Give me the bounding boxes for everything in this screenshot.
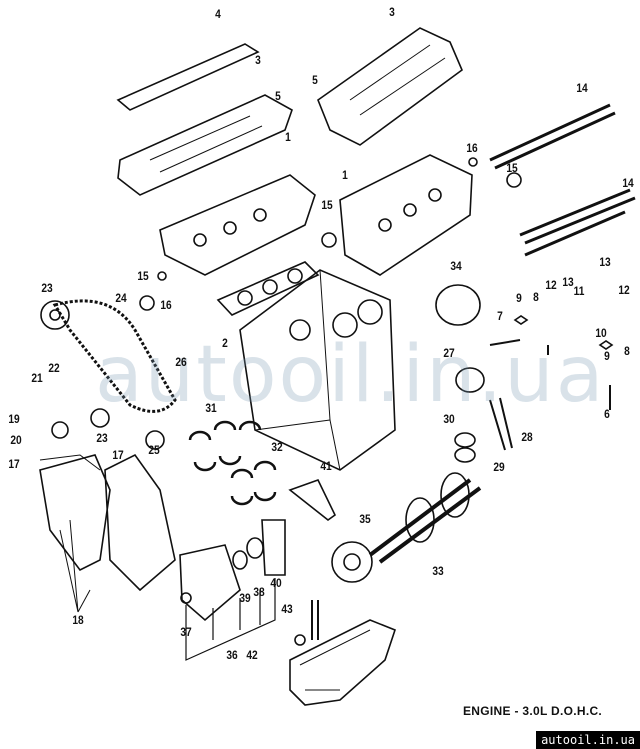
callout-40: 40 <box>270 576 282 590</box>
callout-39: 39 <box>239 591 251 605</box>
callout-3: 3 <box>255 53 261 67</box>
left-valve-cover <box>117 94 293 196</box>
callout-8: 8 <box>533 290 539 304</box>
oil-pan <box>289 619 396 706</box>
callout-23: 23 <box>41 281 53 295</box>
callout-12: 12 <box>618 283 630 297</box>
callout-28: 28 <box>521 430 533 444</box>
callout-4: 4 <box>215 7 221 21</box>
callout-17: 17 <box>112 448 124 462</box>
callout-1: 1 <box>342 168 348 182</box>
callout-13: 13 <box>599 255 611 269</box>
callout-18: 18 <box>72 613 84 627</box>
callout-21: 21 <box>31 371 43 385</box>
callout-29: 29 <box>493 460 505 474</box>
callout-43: 43 <box>281 602 293 616</box>
callout-27: 27 <box>443 346 455 360</box>
right-cylinder-head <box>339 154 473 276</box>
callout-8: 8 <box>624 344 630 358</box>
callout-13: 13 <box>562 275 574 289</box>
callout-37: 37 <box>180 625 192 639</box>
oil-strainer <box>311 600 319 640</box>
source-badge: autooil.in.ua <box>536 731 640 749</box>
callout-23: 23 <box>96 431 108 445</box>
callout-20: 20 <box>10 433 22 447</box>
callout-12: 12 <box>545 278 557 292</box>
cam-sprocket <box>40 300 70 330</box>
callout-14: 14 <box>576 81 588 95</box>
callout-2: 2 <box>222 336 228 350</box>
bracket <box>288 479 337 522</box>
valve-cover-gasket <box>116 43 260 111</box>
oil-pump <box>179 544 241 622</box>
timing-cover <box>39 454 111 572</box>
callout-38: 38 <box>253 585 265 599</box>
watermark: autooil.in.ua <box>95 330 606 420</box>
callout-15: 15 <box>506 161 518 175</box>
callout-14: 14 <box>622 176 634 190</box>
left-cylinder-head <box>159 174 316 276</box>
timing-belt <box>52 299 177 413</box>
callout-19: 19 <box>8 412 20 426</box>
right-valve-cover <box>317 27 463 146</box>
camshaft <box>519 188 636 245</box>
callout-30: 30 <box>443 412 455 426</box>
callout-17: 17 <box>8 457 20 471</box>
callout-5: 5 <box>312 73 318 87</box>
callout-34: 34 <box>450 259 462 273</box>
callout-9: 9 <box>604 349 610 363</box>
camshaft <box>489 103 616 170</box>
callout-1: 1 <box>285 130 291 144</box>
callout-22: 22 <box>48 361 60 375</box>
timing-cover-upper <box>104 453 176 592</box>
callout-11: 11 <box>573 284 585 298</box>
crankshaft <box>368 478 482 564</box>
callout-41: 41 <box>320 459 332 473</box>
callout-15: 15 <box>137 269 149 283</box>
callout-31: 31 <box>205 401 217 415</box>
callout-5: 5 <box>275 89 281 103</box>
callout-26: 26 <box>175 355 187 369</box>
callout-10: 10 <box>595 326 607 340</box>
crank-pulley <box>331 541 373 583</box>
callout-32: 32 <box>271 440 283 454</box>
callout-15: 15 <box>321 198 333 212</box>
head-gasket <box>216 261 320 316</box>
callout-24: 24 <box>115 291 127 305</box>
callout-9: 9 <box>516 291 522 305</box>
callout-7: 7 <box>497 309 503 323</box>
callout-16: 16 <box>160 298 172 312</box>
callout-16: 16 <box>466 141 478 155</box>
diagram-title: ENGINE - 3.0L D.O.H.C. <box>463 704 603 718</box>
callout-36: 36 <box>226 648 238 662</box>
callout-35: 35 <box>359 512 371 526</box>
callout-6: 6 <box>604 407 610 421</box>
callout-25: 25 <box>148 443 160 457</box>
callout-3: 3 <box>389 5 395 19</box>
callout-33: 33 <box>432 564 444 578</box>
callout-42: 42 <box>246 648 258 662</box>
